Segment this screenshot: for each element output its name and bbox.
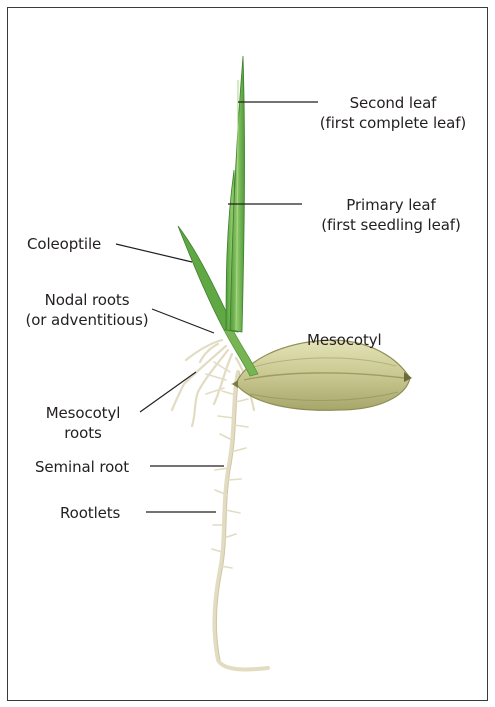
label-primary-leaf: Primary leaf (first seedling leaf) bbox=[296, 195, 486, 235]
label-primary-leaf-line1: Primary leaf bbox=[296, 195, 486, 215]
leader-mesocotyl-roots bbox=[140, 372, 196, 412]
label-mesocotyl-roots-line1: Mesocotyl bbox=[38, 403, 128, 423]
leader-nodal-roots bbox=[152, 309, 214, 333]
label-coleoptile: Coleoptile bbox=[27, 234, 101, 254]
rootlets bbox=[212, 391, 248, 568]
label-mesocotyl-roots-line2: roots bbox=[38, 423, 128, 443]
label-second-leaf-line2: (first complete leaf) bbox=[298, 113, 488, 133]
leaves bbox=[178, 56, 245, 332]
label-nodal-roots-line2: (or adventitious) bbox=[22, 310, 152, 330]
label-rootlets: Rootlets bbox=[60, 503, 120, 523]
label-seminal-root: Seminal root bbox=[35, 457, 129, 477]
leader-coleoptile bbox=[116, 244, 192, 262]
coleoptile-leaf bbox=[178, 226, 234, 330]
label-nodal-roots: Nodal roots (or adventitious) bbox=[22, 290, 152, 330]
label-second-leaf: Second leaf (first complete leaf) bbox=[298, 93, 488, 133]
label-mesocotyl-roots: Mesocotyl roots bbox=[38, 403, 128, 443]
seminal-root-outline bbox=[216, 372, 240, 660]
seed-grain bbox=[232, 340, 412, 410]
label-second-leaf-line1: Second leaf bbox=[298, 93, 488, 113]
label-primary-leaf-line2: (first seedling leaf) bbox=[296, 215, 486, 235]
label-mesocotyl: Mesocotyl bbox=[307, 330, 382, 350]
label-nodal-roots-line1: Nodal roots bbox=[22, 290, 152, 310]
